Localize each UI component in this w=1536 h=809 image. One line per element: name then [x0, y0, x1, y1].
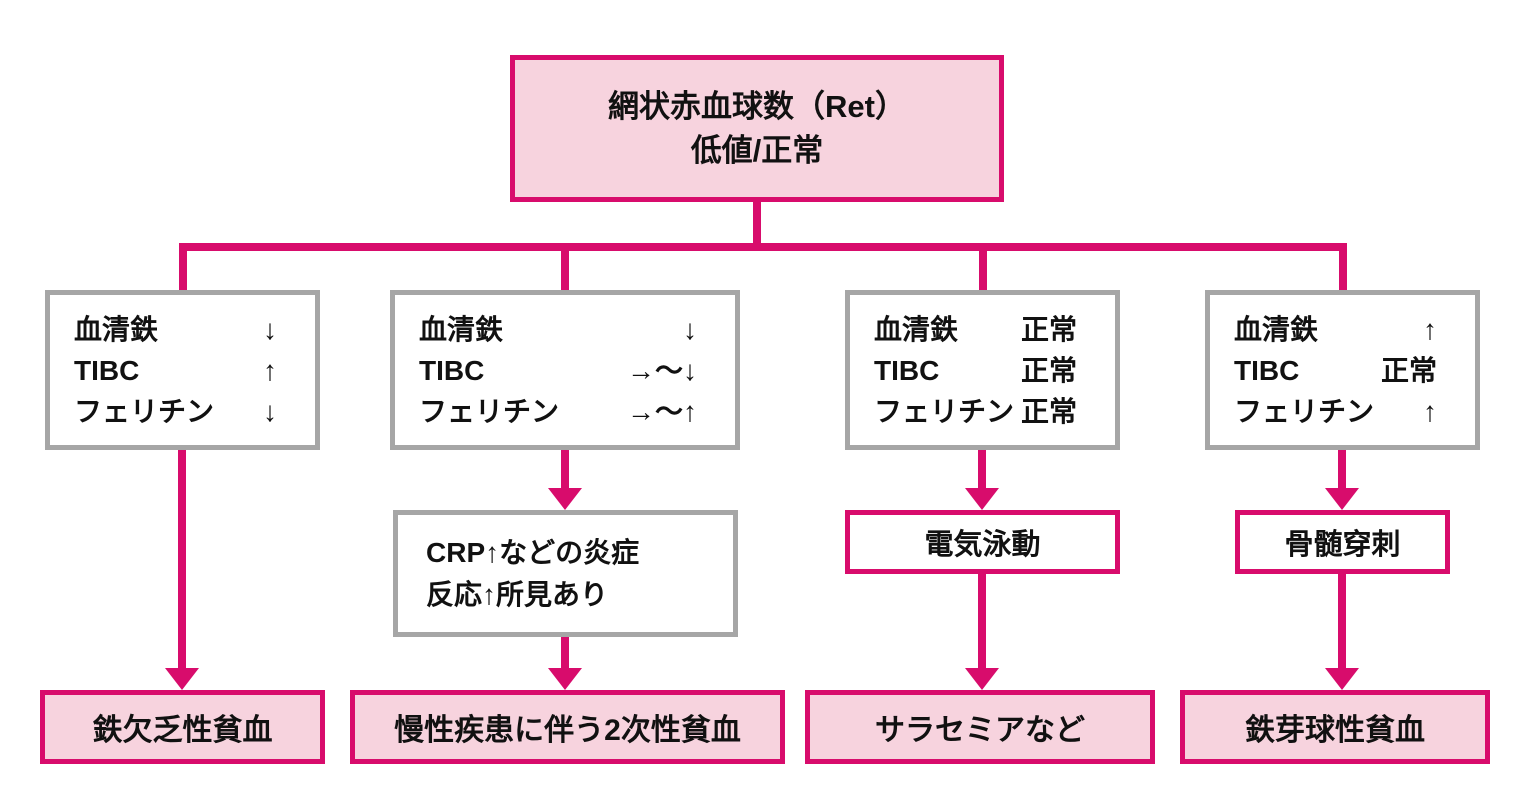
lab-row: TIBC →～↓	[419, 350, 697, 391]
procedure-label: 骨髄穿刺	[1284, 529, 1401, 561]
lab-name: TIBC	[419, 354, 485, 386]
arrow-down-icon	[1325, 574, 1359, 690]
lab-row: フェリチン 正常	[874, 391, 1077, 432]
lab-value: 正常	[1020, 395, 1077, 427]
procedure-label: 電気泳動	[924, 529, 1041, 561]
lab-name: TIBC	[74, 354, 140, 386]
arrow-stem	[978, 574, 986, 668]
connector-drop-2	[561, 243, 569, 291]
result-label: サラセミアなど	[875, 714, 1085, 747]
result-box-branch-2: 慢性疾患に伴う2次性貧血	[350, 690, 785, 764]
arrow-stem	[561, 450, 569, 488]
connector-root-stem	[753, 200, 761, 250]
connector-drop-1	[179, 243, 187, 291]
lab-name: TIBC	[1234, 354, 1300, 386]
connector-drop-4	[1339, 243, 1347, 291]
arrow-stem	[978, 450, 986, 488]
arrow-head	[1325, 488, 1359, 510]
result-box-branch-3: サラセミアなど	[805, 690, 1155, 764]
arrow-down-icon	[965, 574, 999, 690]
lab-value: 正常	[1020, 313, 1077, 345]
root-node-line2: 低値/正常	[690, 132, 824, 168]
arrow-stem	[1338, 574, 1346, 668]
arrow-head	[965, 668, 999, 690]
lab-value: ↑	[263, 354, 277, 386]
lab-row: 血清鉄 正常	[874, 309, 1077, 350]
crp-finding-line1: CRP↑などの炎症	[426, 536, 640, 568]
lab-value: 正常	[1020, 354, 1077, 386]
connector-drop-3	[979, 243, 987, 291]
lab-value: ↑	[1423, 395, 1437, 427]
root-node-line1: 網状赤血球数（Ret）	[608, 88, 906, 124]
lab-row: 血清鉄 ↓	[74, 309, 277, 350]
lab-row: TIBC 正常	[874, 350, 1077, 391]
arrow-head	[1325, 668, 1359, 690]
result-label: 慢性疾患に伴う2次性貧血	[394, 714, 741, 747]
lab-row: TIBC ↑	[74, 350, 277, 391]
lab-value: ↓	[263, 395, 277, 427]
arrow-stem	[178, 450, 186, 668]
connector-horizontal-bar	[179, 243, 1346, 251]
arrow-down-icon	[1325, 450, 1359, 510]
lab-name: 血清鉄	[419, 313, 504, 345]
result-label: 鉄芽球性貧血	[1245, 714, 1425, 747]
arrow-down-icon	[548, 450, 582, 510]
arrow-down-icon	[548, 637, 582, 690]
arrow-down-icon	[965, 450, 999, 510]
lab-name: 血清鉄	[1234, 313, 1319, 345]
lab-name: フェリチン	[419, 395, 560, 427]
arrow-head	[548, 488, 582, 510]
crp-finding-line2: 反応↑所見あり	[426, 578, 609, 610]
result-box-branch-4: 鉄芽球性貧血	[1180, 690, 1490, 764]
lab-value: ↑	[1423, 313, 1437, 345]
lab-name: フェリチン	[1234, 395, 1375, 427]
lab-box-branch-3: 血清鉄 正常 TIBC 正常 フェリチン 正常	[845, 290, 1120, 450]
lab-value: →～↑	[626, 395, 697, 427]
lab-name: フェリチン	[874, 395, 1015, 427]
lab-row: TIBC 正常	[1234, 350, 1437, 391]
lab-value: 正常	[1380, 354, 1437, 386]
lab-box-branch-1: 血清鉄 ↓ TIBC ↑ フェリチン ↓	[45, 290, 320, 450]
lab-row: 血清鉄 ↑	[1234, 309, 1437, 350]
arrow-down-icon	[165, 450, 199, 690]
lab-value: →～↓	[626, 354, 697, 386]
arrow-stem	[561, 637, 569, 668]
root-node: 網状赤血球数（Ret） 低値/正常	[510, 55, 1004, 202]
arrow-head	[965, 488, 999, 510]
arrow-stem	[1338, 450, 1346, 488]
lab-box-branch-4: 血清鉄 ↑ TIBC 正常 フェリチン ↑	[1205, 290, 1480, 450]
lab-value: ↓	[263, 313, 277, 345]
crp-finding-box: CRP↑などの炎症 反応↑所見あり	[393, 510, 738, 637]
lab-row: フェリチン ↑	[1234, 391, 1437, 432]
electrophoresis-box: 電気泳動	[845, 510, 1120, 574]
arrow-head	[548, 668, 582, 690]
lab-box-branch-2: 血清鉄 ↓ TIBC →～↓ フェリチン →～↑	[390, 290, 740, 450]
lab-row: フェリチン →～↑	[419, 391, 697, 432]
result-label: 鉄欠乏性貧血	[92, 714, 273, 747]
lab-name: 血清鉄	[74, 313, 159, 345]
lab-name: フェリチン	[74, 395, 215, 427]
lab-value: ↓	[683, 313, 697, 345]
lab-name: TIBC	[874, 354, 940, 386]
lab-row: 血清鉄 ↓	[419, 309, 697, 350]
lab-name: 血清鉄	[874, 313, 959, 345]
arrow-head	[165, 668, 199, 690]
bone-marrow-puncture-box: 骨髄穿刺	[1235, 510, 1450, 574]
result-box-branch-1: 鉄欠乏性貧血	[40, 690, 325, 764]
lab-row: フェリチン ↓	[74, 391, 277, 432]
